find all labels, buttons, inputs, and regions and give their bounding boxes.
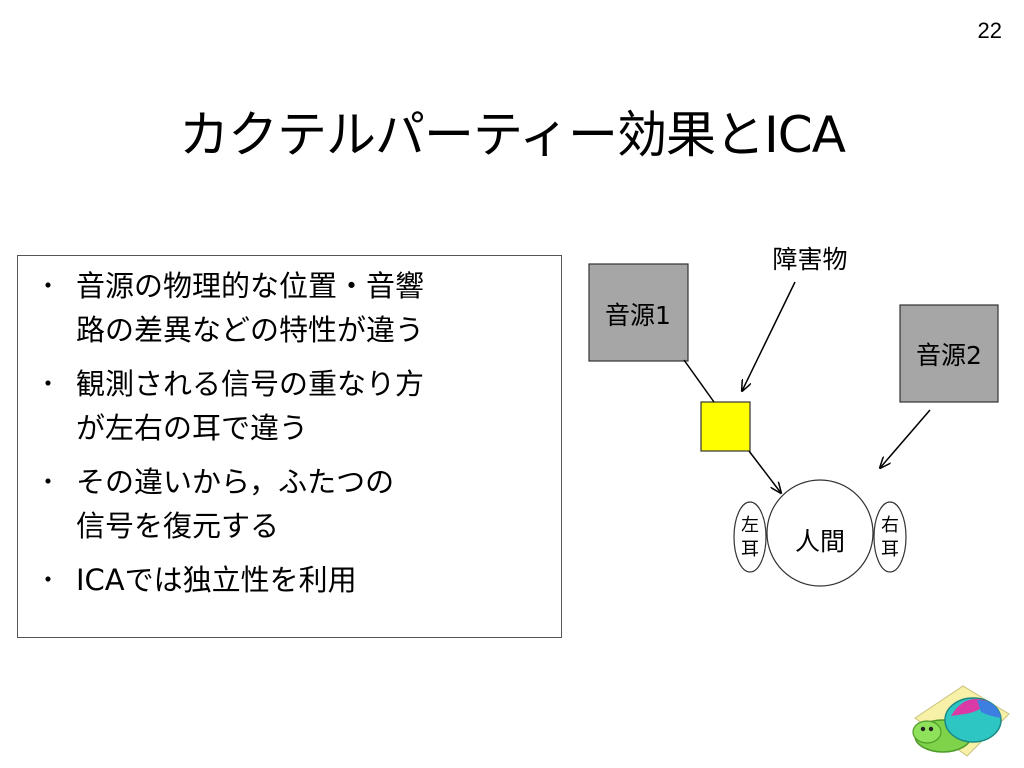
source-2-to-human-arrow [880,409,931,468]
source-1-box [588,263,689,362]
bullet-marker: ・ [36,370,60,398]
right-ear-label-bottom: 耳 [881,539,899,560]
bullet-line: その違いから，ふたつの [76,465,395,499]
left-ear [733,501,767,573]
source-1-line [683,359,715,403]
obstacle-pointer-arrow [742,281,796,391]
bullet-item: ・ 観測される信号の重なり方 が左右の耳で違う [28,362,551,450]
bullet-line: 観測される信号の重なり方 [76,367,425,401]
bullet-marker: ・ [36,468,60,496]
source-2-box [899,304,999,403]
bullet-line: 路の差異などの特性が違う [76,313,425,347]
page-number: 22 [977,18,1002,43]
left-ear-label-bottom: 耳 [741,539,759,560]
bullet-marker: ・ [36,272,60,300]
human-label: 人間 [795,527,845,556]
source-1-label: 音源1 [605,301,671,330]
obstacle-box [700,401,751,452]
slide-title: カクテルパーティー効果とICA [179,106,846,164]
bullet-item: ・ ICAでは独立性を利用 [28,558,551,602]
bullet-text-box: ・ 音源の物理的な位置・音響 路の差異などの特性が違う ・ 観測される信号の重な… [17,255,562,638]
left-ear-label-top: 左 [741,515,759,536]
bullet-line: が左右の耳で違う [76,411,309,445]
source-2-label: 音源2 [916,341,982,370]
right-ear-label-top: 右 [881,515,899,536]
obstacle-to-human-arrow [748,450,781,493]
turtle-logo-icon [912,685,1010,757]
obstacle-label: 障害物 [772,245,847,274]
human-head [766,479,874,587]
bullet-line: 信号を復元する [76,509,280,543]
bullet-list: ・ 音源の物理的な位置・音響 路の差異などの特性が違う ・ 観測される信号の重な… [28,264,551,602]
right-ear [873,501,907,573]
bullet-item: ・ その違いから，ふたつの 信号を復元する [28,460,551,548]
bullet-line: 音源の物理的な位置・音響 [76,269,425,303]
bullet-marker: ・ [36,566,60,594]
bullet-line: ICAでは独立性を利用 [76,563,357,597]
bullet-item: ・ 音源の物理的な位置・音響 路の差異などの特性が違う [28,264,551,352]
